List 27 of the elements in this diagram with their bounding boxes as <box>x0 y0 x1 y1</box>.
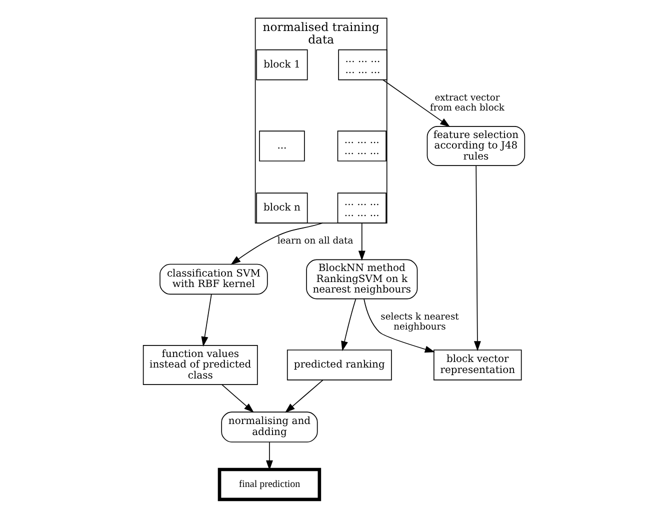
node-box: ... <box>259 130 305 162</box>
node-box: function values instead of predicted class <box>142 345 258 385</box>
arrow <box>341 298 356 352</box>
arrow <box>364 298 435 353</box>
arrow <box>284 380 324 413</box>
node-box: BlockNN method RankingSVM on k nearest neighbours <box>306 259 418 300</box>
node-box: normalising and adding <box>221 412 318 442</box>
node-box: block n <box>256 192 308 224</box>
node-box: classification SVM with RBF kernel <box>160 264 268 295</box>
node-box: ... ... ... ... ... ... <box>337 192 386 224</box>
arrow <box>266 442 273 470</box>
edge-label: learn on all data <box>277 236 354 247</box>
arrow <box>201 294 212 347</box>
edge-label: extract vector from each block <box>430 93 504 114</box>
arrow <box>230 222 324 265</box>
arrow <box>382 79 450 128</box>
node-box: block vector representation <box>434 350 522 380</box>
arrow <box>474 165 481 352</box>
node-box: feature selection according to J48 rules <box>426 126 526 166</box>
node-box: predicted ranking <box>286 350 392 380</box>
node-box: block 1 <box>256 49 308 80</box>
edge-label: selects k nearest neighbours <box>380 312 459 332</box>
node-box: ... ... ... ... ... ... <box>338 49 388 80</box>
arrow <box>358 222 366 261</box>
arrow <box>221 384 254 413</box>
node-box: ... ... ... ... ... ... <box>337 130 386 162</box>
node-box: final prediction <box>218 468 322 502</box>
